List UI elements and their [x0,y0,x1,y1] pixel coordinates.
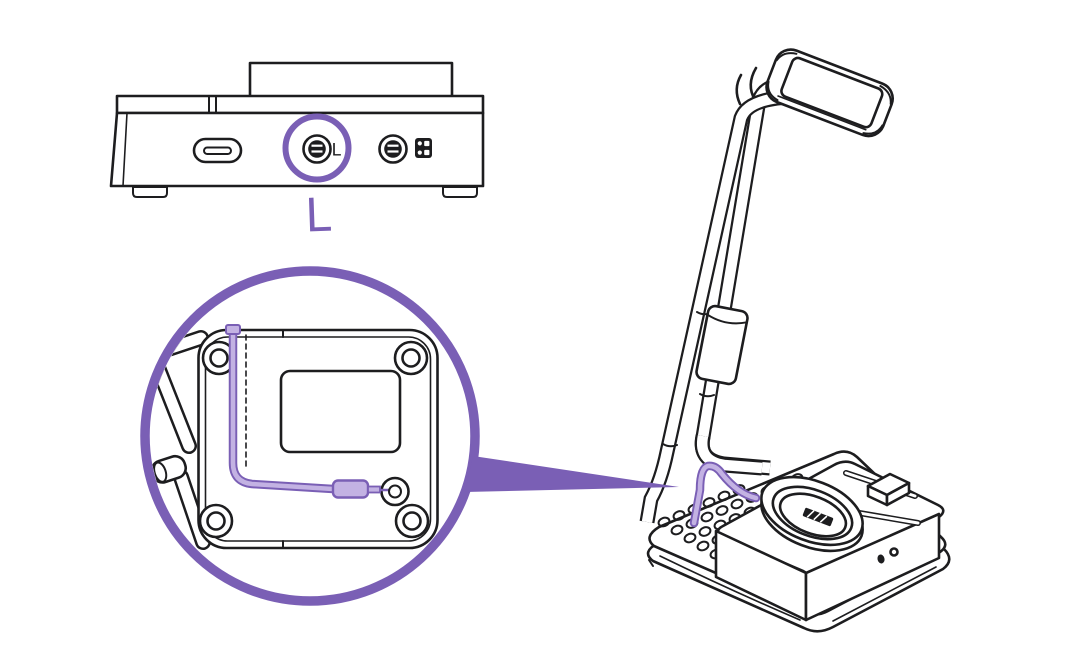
rear-panel-view: L L [109,61,485,243]
brand-logo [802,507,834,527]
usb-c-port-icon [192,137,243,164]
lamp-head [765,48,894,138]
cable-clip-sleeve [695,304,749,386]
callout-circle-icon [140,266,480,606]
cable-plug-icon [331,479,389,499]
lamp-stand-view [639,48,951,633]
jack-pedal-port-icon [378,134,408,164]
detail-callout [140,266,480,606]
device-top-lip [115,94,485,115]
jack-l-engraving-label: L [332,141,342,161]
highlight-circle-icon [282,113,352,183]
lamp-head-corner-arcs [767,52,892,135]
lamp-head-face [780,56,884,129]
aux-jack-hole [877,554,885,564]
ring-holder [760,475,864,553]
jack-l-port-icon [302,134,332,164]
base-edge-notch [648,559,654,567]
product-label-area [279,369,402,454]
base-skirt-inner-lines [659,555,937,622]
arm-bend-inner [735,73,743,106]
base-bottom-plate [197,328,439,550]
body-left-seam [122,112,128,187]
device-foot-right [442,186,478,198]
arm-foot-on-base [694,434,763,476]
stand-arm-bottom-view [150,330,211,550]
pad-grid-icon [415,138,432,158]
lip-split-seam [208,95,217,114]
device-foot-left [132,186,168,198]
cable-arch [689,461,761,528]
port-l-callout-label: L [304,188,332,243]
aux-jack-glyph [889,547,899,557]
socket-bore [388,484,402,499]
corner-screws [198,340,430,539]
device-top-block [248,61,454,101]
device-body [109,111,485,188]
base-module [714,460,945,622]
leader-wedge-icon [465,456,679,492]
cable-top-connector [225,324,241,335]
lamp-head-rim [777,95,867,131]
module-right-face [804,512,941,622]
base-plate-inner-edge [204,336,432,542]
slider-tab [866,472,911,507]
